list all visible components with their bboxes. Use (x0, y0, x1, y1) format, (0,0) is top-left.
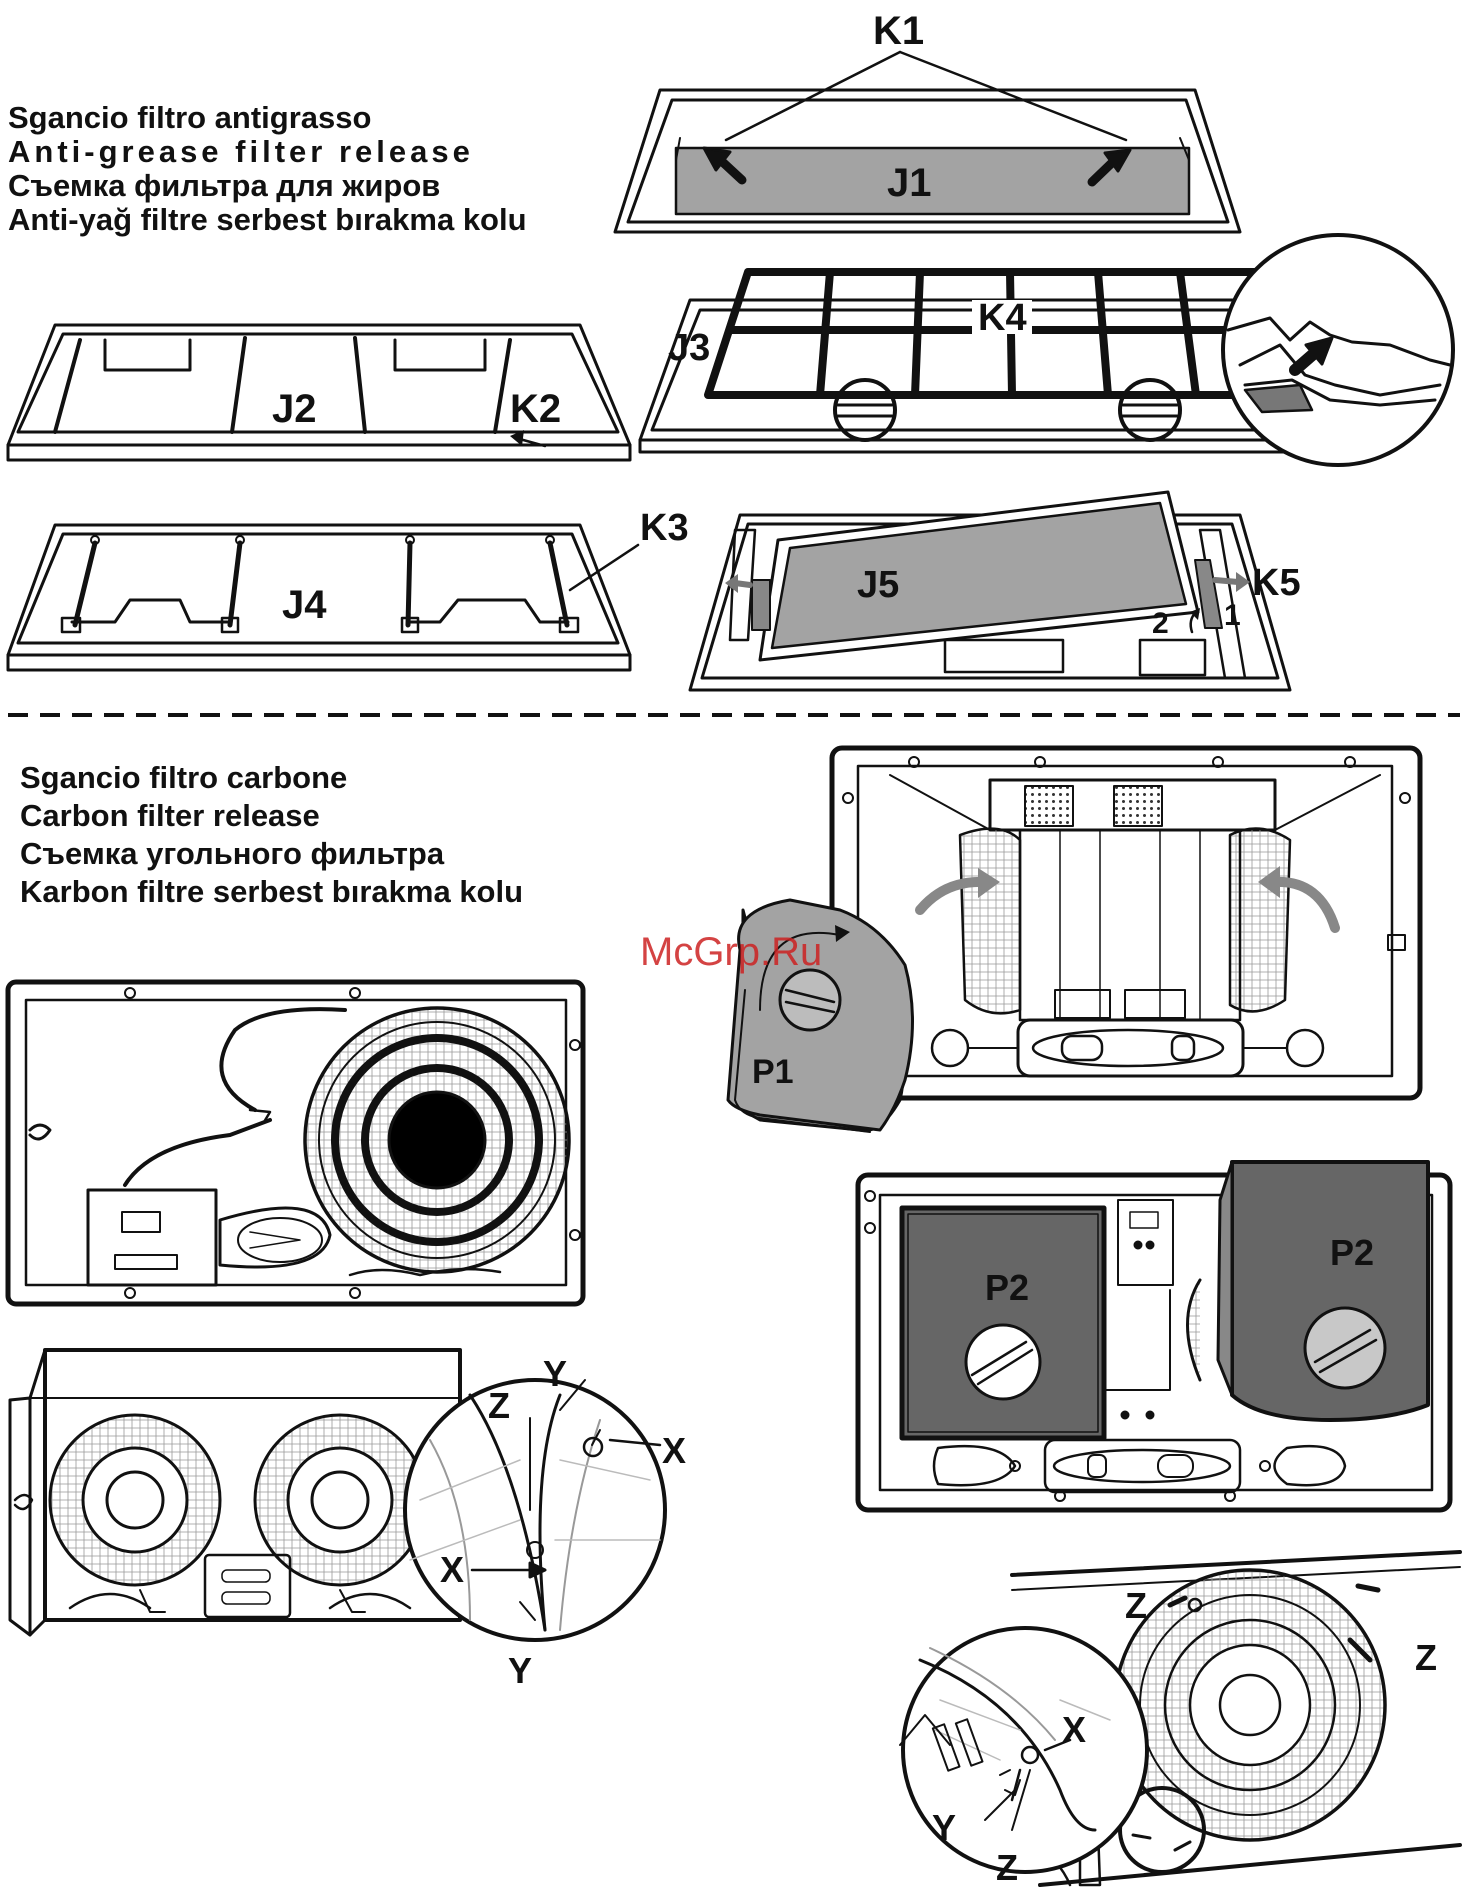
label-k2: K2 (510, 387, 561, 431)
label-z-left: Z (488, 1385, 510, 1426)
label-step-2: 2 (1152, 607, 1169, 640)
label-z-top: Z (1125, 1585, 1147, 1626)
label-z-right: Z (1415, 1637, 1437, 1678)
hood-underside-round-filter (8, 982, 583, 1304)
label-z-detail: Z (996, 1847, 1018, 1888)
p2-filter-left (902, 1208, 1104, 1438)
hood-underside-p1 (832, 748, 1420, 1098)
label-step-1: 1 (1224, 599, 1241, 632)
label-j3: J3 (668, 327, 710, 369)
label-x-left: X (440, 1549, 464, 1590)
j1-filter-tray (615, 52, 1240, 232)
slanted-fan-filter (900, 1552, 1460, 1885)
label-j1: J1 (887, 161, 932, 205)
label-y-top: Y (543, 1353, 567, 1394)
label-j4: J4 (282, 583, 327, 627)
label-p2-left: P2 (985, 1267, 1029, 1308)
label-x-detail: X (1062, 1709, 1086, 1750)
label-k4: K4 (978, 297, 1027, 339)
label-p1: P1 (752, 1053, 794, 1091)
label-j2: J2 (272, 387, 317, 431)
label-k3: K3 (640, 507, 689, 549)
p2-filter-right (1218, 1162, 1428, 1420)
label-x-right: X (662, 1430, 686, 1471)
label-j5: J5 (857, 564, 899, 606)
watermark: McGrp.Ru (640, 930, 822, 974)
label-y-detail: Y (932, 1807, 956, 1848)
label-p2-right: P2 (1330, 1232, 1374, 1273)
label-k5: K5 (1252, 562, 1301, 604)
j5-filter-tray (690, 492, 1290, 690)
xyz-detail-circle (405, 1380, 665, 1640)
k4-latch-detail (1223, 235, 1453, 465)
label-y-bottom: Y (508, 1650, 532, 1691)
label-k1: K1 (873, 9, 924, 53)
twin-filter-hood (10, 1350, 460, 1635)
